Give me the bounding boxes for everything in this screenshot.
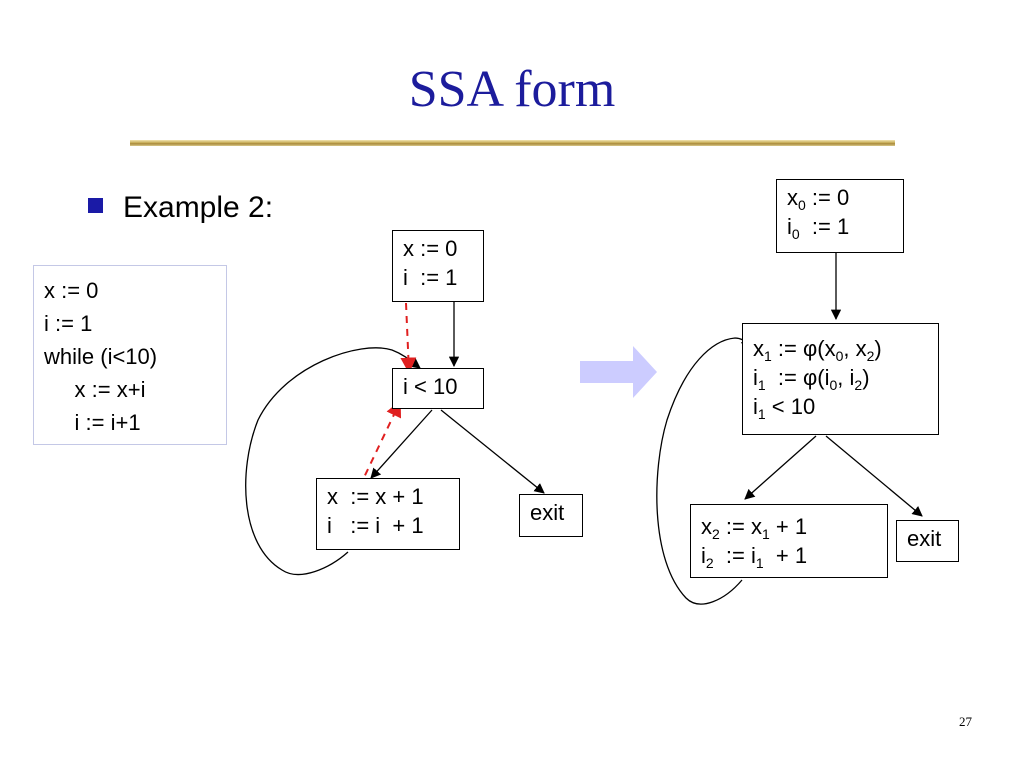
slide-title: SSA form xyxy=(408,61,616,118)
code-line: x := x+i xyxy=(44,377,146,402)
ssa-entry-block: x0 := 0 i0 := 1 xyxy=(776,179,904,253)
cfg-entry-line: x := 0 xyxy=(403,236,458,261)
dashed-arrow-i-use xyxy=(336,400,402,535)
ssa-exit-block: exit xyxy=(896,520,959,562)
code-line: i := 1 xyxy=(44,311,93,336)
ssa-edge-loop-back xyxy=(656,335,752,605)
ssa-body-line: x2 := x1 + 1 xyxy=(701,514,808,542)
ssa-body-block: x2 := x1 + 1 i2 := i1 + 1 xyxy=(690,504,888,578)
ssa-cond-line: i1 < 10 xyxy=(753,394,816,422)
cfg-entry-block: x := 0 i := 1 xyxy=(392,230,484,302)
ssa-body-line: i2 := i1 + 1 xyxy=(701,543,808,571)
cfg-exit-label: exit xyxy=(530,500,565,525)
bullet-text: Example 2: xyxy=(123,191,274,224)
cfg-body-block: x := x + 1 i := i + 1 xyxy=(316,478,460,550)
title-underline xyxy=(130,140,895,146)
transform-arrow xyxy=(580,346,657,398)
page-number: 27 xyxy=(959,714,972,729)
ssa-phi-line: i1 := φ(i0, i2) xyxy=(753,365,870,393)
ssa-exit-label: exit xyxy=(907,526,942,551)
ssa-entry-line: i0 := 1 xyxy=(787,214,850,242)
cfg-exit-block: exit xyxy=(519,494,583,537)
cfg-body-line: x := x + 1 xyxy=(327,484,424,509)
code-line: while (i<10) xyxy=(44,344,158,369)
bullet-example: Example 2: xyxy=(88,190,273,226)
cfg-entry-line: i := 1 xyxy=(403,265,458,290)
edge-loop-back xyxy=(245,347,421,576)
cfg-body-line: i := i + 1 xyxy=(327,513,424,538)
cfg-cond-line: i < 10 xyxy=(403,374,458,399)
ssa-phi-line: x1 := φ(x0, x2) xyxy=(753,336,882,364)
edge-cond-to-exit xyxy=(440,409,545,494)
code-line: x := 0 xyxy=(44,278,99,303)
dashed-arrow-x-def xyxy=(400,302,417,374)
ssa-phi-block: x1 := φ(x0, x2) i1 := φ(i0, i2) i1 < 10 xyxy=(742,323,939,435)
edge-cond-to-body xyxy=(370,409,433,479)
cfg-cond-block: i < 10 xyxy=(392,368,484,409)
code-line: i := i+1 xyxy=(44,410,141,435)
ssa-edge-phi-to-body xyxy=(744,435,817,500)
ssa-entry-line: x0 := 0 xyxy=(787,185,850,213)
ssa-edge-phi-to-exit xyxy=(825,435,923,517)
source-code-box: x := 0 i := 1 while (i<10) x := x+i i :=… xyxy=(33,265,227,445)
square-bullet-icon xyxy=(88,198,103,213)
